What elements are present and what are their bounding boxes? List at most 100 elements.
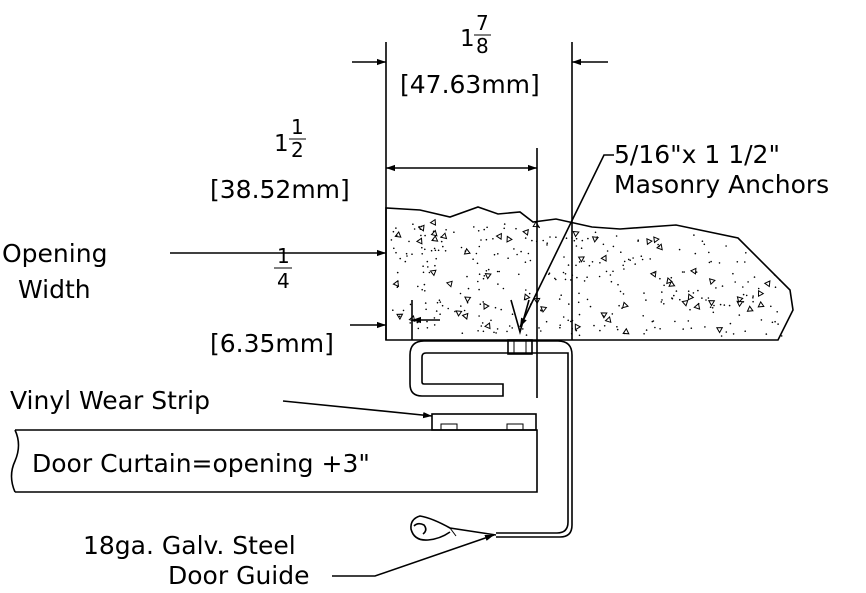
middle-dim-denominator: 2 bbox=[291, 138, 304, 162]
speckle-dot bbox=[701, 240, 704, 242]
speckle-triangle bbox=[600, 312, 608, 319]
speckle-dot bbox=[583, 280, 586, 282]
speckle-dot bbox=[729, 322, 732, 325]
speckle-dot bbox=[598, 275, 601, 278]
speckle-dot bbox=[661, 291, 663, 293]
speckle-dot bbox=[610, 280, 613, 283]
speckle-dot bbox=[571, 319, 574, 322]
speckle-dot bbox=[548, 272, 551, 275]
speckle-dot bbox=[506, 330, 508, 333]
top-dim-numerator: 7 bbox=[476, 11, 489, 35]
speckle-dot bbox=[742, 286, 744, 288]
speckle-dot bbox=[594, 231, 597, 234]
speckle-dot bbox=[632, 257, 634, 259]
speckle-dot bbox=[622, 293, 625, 295]
speckle-dot bbox=[497, 253, 499, 255]
speckle-dot bbox=[612, 270, 614, 273]
speckle-dot bbox=[503, 227, 506, 230]
speckle-dot bbox=[549, 236, 551, 238]
speckle-dot bbox=[654, 326, 656, 329]
speckle-dot bbox=[493, 331, 495, 334]
speckle-dot bbox=[412, 223, 414, 225]
speckle-triangle bbox=[484, 322, 491, 330]
speckle-dot bbox=[511, 313, 514, 316]
speckle-dot bbox=[440, 240, 443, 243]
speckle-dot bbox=[681, 271, 684, 273]
speckle-dot bbox=[713, 304, 715, 307]
speckle-dot bbox=[712, 311, 715, 314]
speckle-dot bbox=[555, 236, 557, 238]
speckle-dot bbox=[687, 320, 690, 322]
speckle-dot bbox=[697, 289, 699, 292]
speckle-dot bbox=[705, 299, 707, 301]
speckle-dot bbox=[711, 307, 714, 309]
speckle-dot bbox=[454, 310, 456, 313]
speckle-dot bbox=[399, 257, 402, 260]
speckle-dot bbox=[421, 288, 424, 291]
speckle-dot bbox=[611, 313, 614, 315]
speckle-dot bbox=[575, 329, 578, 332]
speckle-dot bbox=[570, 320, 572, 323]
speckle-dot bbox=[480, 239, 482, 241]
speckle-dot bbox=[408, 240, 410, 243]
speckle-dot bbox=[445, 229, 447, 231]
speckle-dot bbox=[406, 255, 408, 257]
speckle-triangle bbox=[746, 305, 754, 312]
speckle-dot bbox=[493, 253, 496, 256]
speckle-dot bbox=[405, 252, 408, 255]
speckle-dot bbox=[622, 264, 624, 267]
speckle-dot bbox=[478, 273, 481, 276]
speckle-triangle bbox=[681, 299, 689, 307]
speckle-dot bbox=[528, 292, 531, 295]
speckle-dot bbox=[516, 253, 518, 256]
speckle-dot bbox=[428, 271, 431, 274]
speckle-dot bbox=[438, 299, 441, 302]
speckle-dot bbox=[546, 242, 548, 244]
speckle-dot bbox=[744, 261, 746, 263]
speckle-triangle bbox=[604, 315, 612, 324]
speckle-dot bbox=[424, 290, 426, 292]
speckle-dot bbox=[673, 294, 675, 297]
vinyl-wear-strip: Vinyl Wear Strip bbox=[10, 386, 537, 431]
speckle-dot bbox=[459, 292, 462, 295]
speckle-dot bbox=[559, 326, 561, 329]
guide-hook bbox=[409, 340, 573, 397]
speckle-triangle bbox=[574, 323, 582, 331]
speckle-dot bbox=[719, 303, 722, 306]
speckle-dot bbox=[482, 277, 485, 280]
speckle-dot bbox=[674, 320, 676, 323]
speckle-dot bbox=[460, 246, 463, 249]
speckle-dot bbox=[390, 239, 393, 241]
speckle-dot bbox=[570, 332, 573, 335]
speckle-dot bbox=[591, 261, 594, 263]
speckle-dot bbox=[580, 247, 583, 249]
speckle-dot bbox=[657, 243, 659, 246]
speckle-dot bbox=[703, 243, 706, 246]
speckle-dot bbox=[771, 321, 774, 324]
speckle-dot bbox=[689, 308, 691, 311]
speckle-dot bbox=[779, 279, 781, 281]
speckle-dot bbox=[568, 303, 570, 305]
speckle-dot bbox=[477, 230, 480, 232]
speckle-dot bbox=[439, 313, 441, 316]
speckle-dot bbox=[473, 226, 475, 228]
speckle-dot bbox=[524, 261, 527, 264]
speckle-dot bbox=[554, 277, 556, 280]
speckle-dot bbox=[770, 305, 772, 308]
speckle-dot bbox=[424, 302, 427, 304]
speckle-dot bbox=[497, 283, 499, 285]
speckle-dot bbox=[392, 309, 394, 312]
speckle-dot bbox=[483, 228, 486, 231]
speckle-triangle bbox=[394, 231, 402, 238]
speckle-dot bbox=[538, 327, 540, 329]
speckle-triangle bbox=[707, 300, 716, 307]
speckle-dot bbox=[479, 303, 482, 306]
speckle-dot bbox=[627, 258, 630, 261]
speckle-dot bbox=[511, 327, 513, 329]
speckle-dot bbox=[564, 278, 567, 281]
speckle-dot bbox=[482, 330, 485, 333]
wall-outline bbox=[385, 206, 794, 341]
top-dimension: 1 7 8 [47.63mm] bbox=[352, 11, 608, 340]
speckle-dot bbox=[434, 249, 437, 252]
speckle-dot bbox=[581, 239, 584, 242]
